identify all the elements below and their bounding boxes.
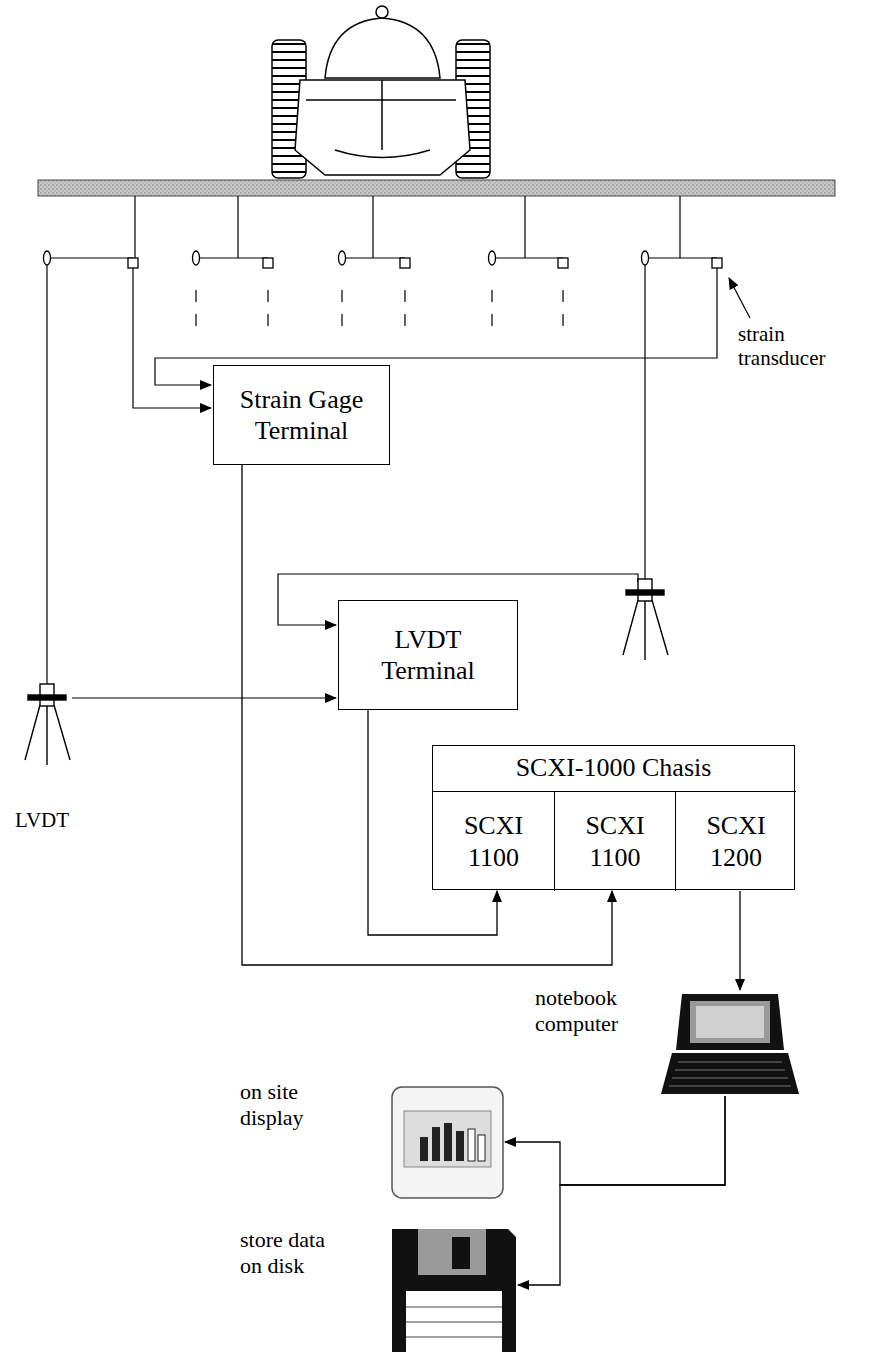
- strain-transducer: [263, 258, 273, 268]
- box-label: LVDT Terminal: [371, 624, 486, 686]
- computer-icon: [660, 990, 800, 1096]
- display-icon: [390, 1085, 505, 1200]
- module-box: SCXI 1100: [554, 791, 675, 891]
- hanger: [492, 196, 563, 258]
- terminal-box: Strain Gage Terminal: [213, 365, 390, 465]
- disk-icon: store data on disk: [240, 1225, 520, 1355]
- lvdt-rod: [46, 265, 47, 690]
- lvdt-wire: [72, 697, 336, 698]
- tripod-legs: [25, 705, 70, 765]
- hanger: [47, 196, 135, 258]
- lvdt-core: [193, 251, 200, 265]
- signal-connector: [242, 465, 612, 965]
- signal-connector: [505, 1096, 725, 1185]
- strain-transducer: [128, 258, 138, 268]
- strain-transducers: [128, 258, 722, 268]
- strain-transducer: [400, 258, 410, 268]
- signal-connector: [518, 1096, 725, 1285]
- lvdt-tripods: [25, 579, 668, 765]
- box-label: SCXI 1100: [454, 810, 534, 872]
- tank-seam: [335, 150, 430, 158]
- box-label: Strain Gage Terminal: [227, 384, 377, 446]
- tank: [272, 6, 490, 178]
- node-label: notebook computer: [535, 985, 650, 1038]
- computer-icon: notebook computer: [535, 985, 800, 1103]
- tank-turret: [325, 18, 440, 78]
- chassis-heading: SCXI-1000 Chasis: [433, 752, 794, 783]
- tripod-plate: [28, 695, 66, 700]
- leader-arrow: [729, 278, 750, 318]
- tank-seam: [381, 80, 383, 150]
- dashed-lead: [196, 290, 563, 330]
- lvdt-rod: [644, 265, 645, 585]
- signal-connector: [739, 891, 740, 990]
- tripod-legs: [623, 600, 668, 660]
- lvdt-core: [489, 251, 496, 265]
- module-box: SCXI 1100: [433, 791, 554, 891]
- lvdt-core: [642, 251, 649, 265]
- bridge-deck: [38, 180, 835, 196]
- terminal-box: LVDT Terminal: [338, 600, 518, 710]
- strain-transducer: [712, 258, 722, 268]
- callout-label: strain transducer: [738, 322, 863, 370]
- callout-label: LVDT: [15, 808, 95, 832]
- omitted-leads: [196, 290, 563, 330]
- strain-wire: [133, 268, 211, 408]
- node-label: store data on disk: [240, 1227, 345, 1280]
- tank-hull: [295, 80, 470, 175]
- hanger: [196, 196, 268, 258]
- tank-seam: [306, 99, 456, 101]
- chassis-box: SCXI-1000 ChasisSCXI 1100 SCXI 1100 SCXI 1…: [432, 745, 795, 890]
- sensor-wires: [47, 265, 750, 698]
- display-icon: on site display: [240, 1075, 515, 1203]
- strain-transducer: [558, 258, 568, 268]
- node-label: on site display: [240, 1079, 345, 1132]
- tank-hatch: [376, 6, 388, 18]
- lvdt-core: [44, 251, 51, 265]
- hanger: [645, 196, 717, 258]
- hanger: [342, 196, 405, 258]
- lvdt-core: [339, 251, 346, 265]
- tripod-plate: [626, 590, 664, 595]
- box-label: SCXI 1200: [696, 810, 776, 872]
- module-box: SCXI 1200: [675, 791, 796, 891]
- box-label: SCXI 1100: [575, 810, 655, 872]
- disk-icon: [390, 1227, 518, 1354]
- hangers: [47, 196, 717, 258]
